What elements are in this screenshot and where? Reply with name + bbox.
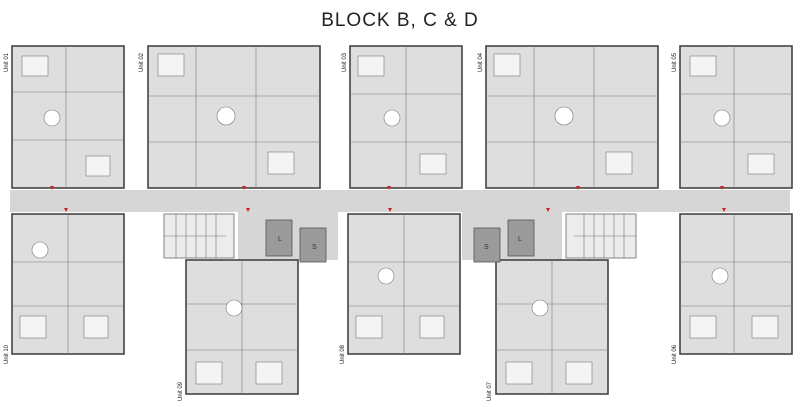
unit-label: Unit 03	[342, 52, 348, 72]
unit-label: Unit 05	[672, 52, 678, 72]
unit-07-plan	[495, 259, 609, 395]
unit-01-plan	[11, 45, 125, 189]
corridor	[10, 190, 790, 212]
unit-08-plan	[347, 213, 461, 355]
unit-02-plan	[147, 45, 321, 189]
lift-4	[507, 219, 535, 257]
lift-label: S	[484, 244, 489, 251]
unit-label: Unit 10	[4, 344, 10, 364]
unit-10-plan	[11, 213, 125, 355]
unit-06-plan	[679, 213, 793, 355]
stair-left	[163, 213, 235, 259]
lift-label: S	[312, 244, 317, 251]
unit-05-plan	[679, 45, 793, 189]
unit-label: Unit 06	[672, 344, 678, 364]
entry-markers	[50, 186, 726, 212]
page-title: BLOCK B, C & D	[321, 10, 479, 31]
unit-label: Unit 07	[487, 381, 493, 401]
unit-label: Unit 09	[178, 381, 184, 401]
lift-label: L	[518, 236, 522, 243]
stair-right	[565, 213, 637, 259]
unit-label: Unit 02	[139, 52, 145, 72]
unit-04-plan	[485, 45, 659, 189]
unit-label: Unit 08	[340, 344, 346, 364]
lift-2	[299, 227, 327, 263]
lift-label: L	[278, 236, 282, 243]
unit-label: Unit 01	[4, 52, 10, 72]
unit-label: Unit 04	[478, 52, 484, 72]
unit-09-plan	[185, 259, 299, 395]
lift-3	[473, 227, 501, 263]
lift-1	[265, 219, 293, 257]
unit-03-plan	[349, 45, 463, 189]
